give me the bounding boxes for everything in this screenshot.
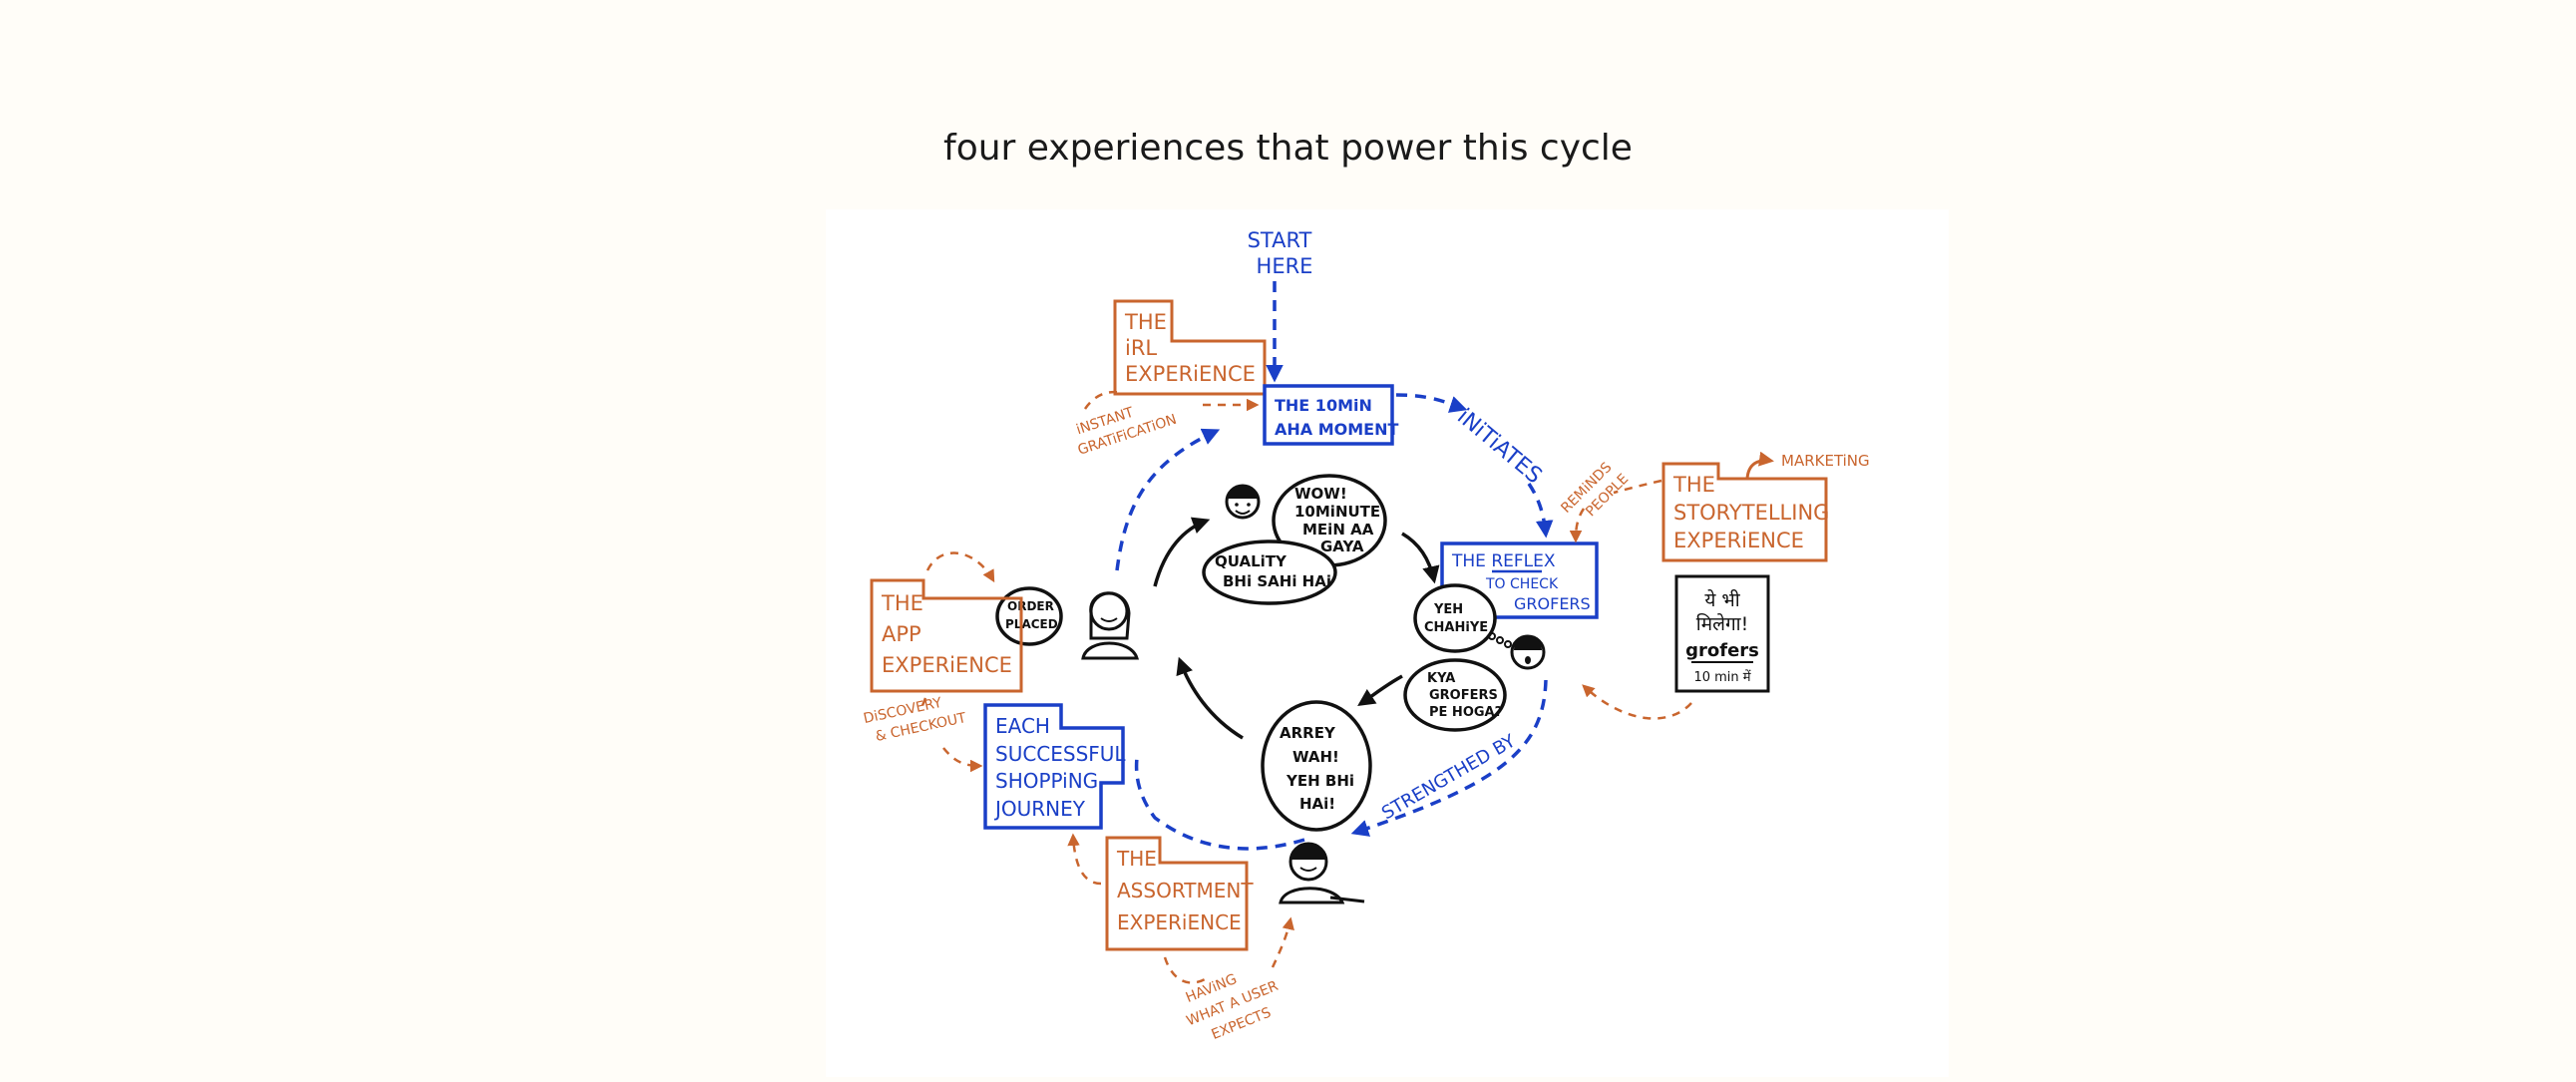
initiates-label: iNiTiATES [1452,404,1546,489]
wow-line-2: 10MiNUTE [1294,503,1380,521]
cycle-illustration: START HERE THE iRL EXPERiENCE THE 10MiN … [826,209,1949,1077]
strengthened-to-journey-arrow [1134,757,1305,851]
app-line-3: EXPERiENCE [882,653,1012,677]
reflex-box: THE REFLEX TO CHECK GROFERS [1440,541,1599,619]
order-line-2: PLACED [1005,617,1058,631]
cycle-diagram: START HERE THE iRL EXPERiENCE THE 10MiN … [862,228,1870,1043]
app-line-2: APP [882,622,921,646]
wow-line-1: WOW! [1294,485,1347,503]
poster-tag: 10 min में [1693,669,1750,685]
yeh-bubble: YEH CHAHiYE [1413,583,1497,653]
marketing-arrow [1745,451,1774,480]
order-line-1: ORDER [1007,599,1054,613]
wow-bubble: WOW! 10MiNUTE MEiN AA GAYA [1272,474,1387,567]
aha-to-initiates-arrow [1395,393,1468,413]
discovery-tick [920,697,927,709]
assortment-line-3: EXPERiENCE [1117,910,1242,934]
assortment-experience-box: THE ASSORTMENT EXPERiENCE [1105,836,1254,951]
irl-line-1: THE [1124,310,1167,334]
start-line-2: HERE [1257,254,1313,278]
person-right [1510,634,1546,670]
instant-gratification-label: iNSTANT GRATiFiCATiON [1074,405,1179,459]
poster-hindi-1: ये भी [1704,588,1740,611]
arrey-line-1: ARREY [1280,724,1336,742]
arrey-line-2: WAH! [1292,748,1339,766]
inner-arrow-3 [1357,674,1403,706]
assortment-line-2: ASSORTMENT [1117,879,1254,902]
strengthened-label: STRENGTHED BY [1378,730,1520,824]
journey-line-2: SUCCESSFUL [995,742,1126,766]
start-here-label: START HERE [1248,228,1313,278]
app-line-1: THE [881,591,923,615]
storytelling-experience-box: THE STORYTELLING EXPERiENCE [1661,462,1829,562]
poster-to-reflex-arrow [1582,684,1692,720]
discovery-label: DiSCOVERY & CHECKOUT [862,695,967,745]
reflex-line-1: THE REFLEX [1451,551,1556,571]
aha-moment-box: THE 10MiN AHA MOMENT [1263,384,1398,446]
kya-line-1: KYA [1427,671,1455,686]
poster-hindi-2: मिलेगा! [1696,612,1748,635]
instant-curl [1083,390,1126,410]
reflex-line-3: GROFERS [1514,594,1591,613]
journey-line-4: JOURNEY [993,797,1086,821]
successful-journey-box: EACH SUCCESSFUL SHOPPiNG JOURNEY [983,703,1126,830]
assortment-to-journey-arrow [1067,833,1102,886]
person-bottom [1279,842,1365,904]
kya-bubble: KYA GROFERS PE HOGA? [1403,658,1507,732]
having-arrow [1271,916,1294,968]
irl-experience-box: THE iRL EXPERiENCE [1113,299,1267,396]
storytelling-line-1: THE [1672,473,1715,497]
storytelling-line-3: EXPERiENCE [1673,529,1804,552]
wow-line-3: MEiN AA [1302,521,1374,539]
arrey-line-4: HAi! [1299,795,1335,813]
aha-line-1: THE 10MiN [1275,396,1372,415]
reminds-arrow [1569,508,1586,543]
having-label: HAViNG WHAT A USER EXPECTS [1184,971,1282,1043]
person-top [1225,484,1261,520]
aha-line-2: AHA MOMENT [1275,420,1398,439]
journey-line-3: SHOPPiNG [995,769,1098,793]
assortment-curl [1163,956,1206,984]
inner-arrow-4 [1176,656,1244,740]
initiates-to-reflex-arrow [1527,483,1554,539]
app-to-aha-arrow [1115,428,1221,571]
assortment-line-1: THE [1116,847,1157,871]
grofers-poster: ये भी मिलेगा! grofers 10 min में [1674,574,1770,693]
wow-line-4: GAYA [1320,538,1364,555]
poster-brand: grofers [1685,640,1759,661]
yeh-line-2: CHAHiYE [1424,620,1488,635]
start-line-1: START [1248,228,1312,252]
thought-dots [1488,632,1512,648]
reminds-curl [1613,479,1662,495]
journey-line-1: EACH [995,714,1050,738]
app-top-arrow [925,551,995,583]
reminds-people-label: REMiNDS PEOPLE [1558,460,1632,521]
irl-line-2: iRL [1125,336,1157,360]
kya-line-2: GROFERS [1429,688,1498,703]
arrey-bubble: ARREY WAH! YEH BHi HAi! [1261,700,1372,832]
reflex-line-2: TO CHECK [1485,576,1559,592]
storytelling-line-2: STORYTELLING [1673,501,1829,525]
irl-line-3: EXPERiENCE [1125,362,1256,386]
reflex-to-strengthened-arrow [1350,679,1548,837]
quality-line-2: BHi SAHi HAi [1223,572,1331,590]
marketing-label: MARKETiNG [1781,452,1870,470]
order-bubble: ORDER PLACED [995,586,1063,646]
page-title: four experiences that power this cycle [943,128,1633,169]
quality-bubble: QUALiTY BHi SAHi HAi [1202,540,1337,605]
yeh-line-1: YEH [1433,602,1463,617]
person-left [1081,591,1140,660]
arrey-line-3: YEH BHi [1286,772,1354,790]
app-experience-box: THE APP EXPERiENCE [870,578,1023,693]
inner-arrow-1 [1153,517,1211,587]
kya-line-3: PE HOGA? [1429,705,1502,720]
inner-arrow-2 [1401,532,1440,584]
discovery-arrow [942,747,983,773]
quality-line-1: QUALiTY [1215,552,1288,570]
